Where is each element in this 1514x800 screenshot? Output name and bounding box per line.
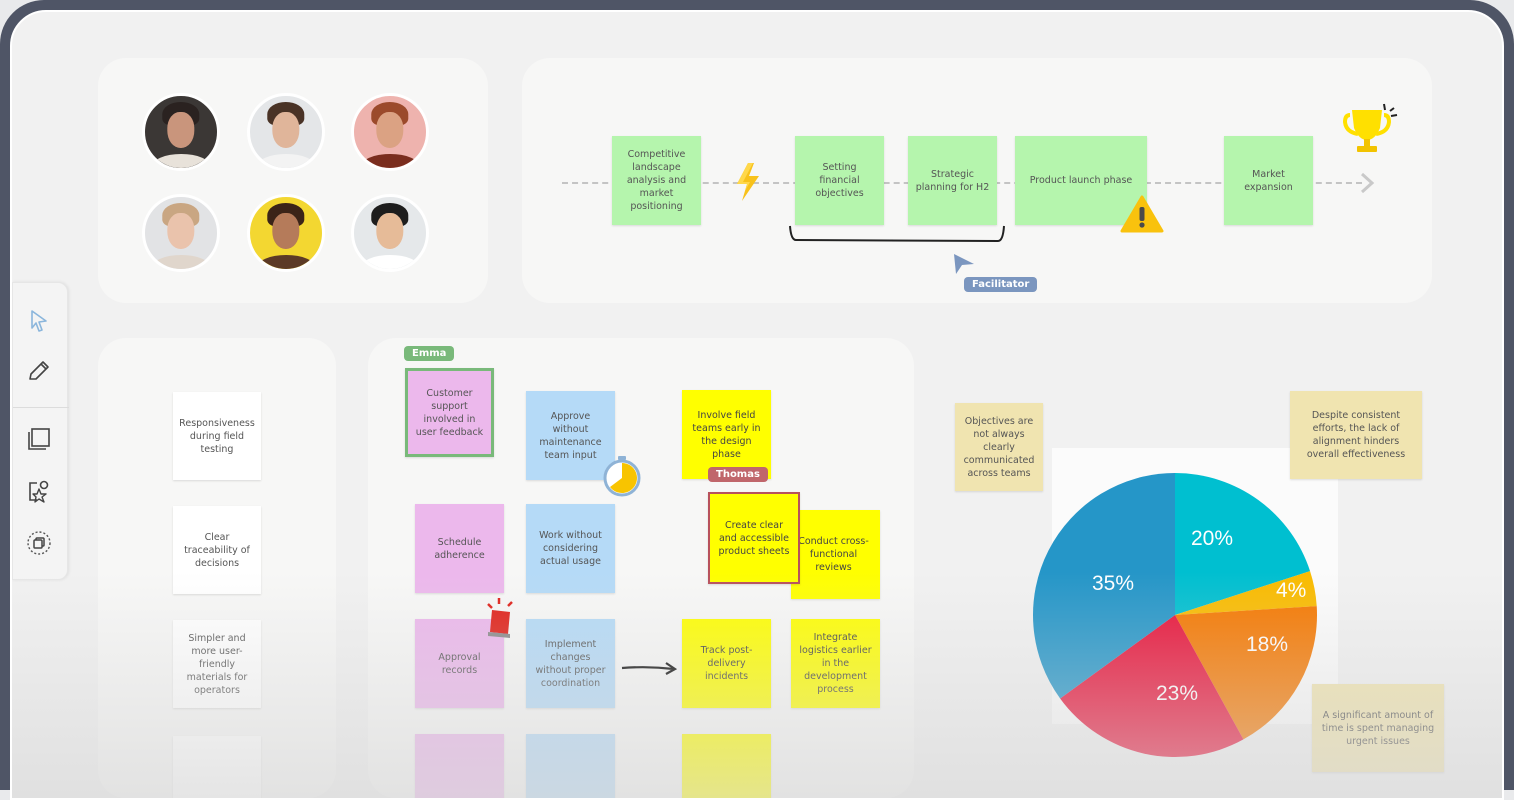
feedback-panel: Responsiveness during field testing Clea… xyxy=(98,338,336,798)
roadmap-step[interactable]: Market expansion xyxy=(1224,136,1313,225)
sticky-note[interactable]: Create clear and accessible product shee… xyxy=(708,492,800,584)
avatar[interactable] xyxy=(247,93,325,171)
participants-panel xyxy=(98,58,488,303)
avatar[interactable] xyxy=(142,93,220,171)
shapes-tool-button[interactable] xyxy=(25,477,53,505)
sticky-note[interactable]: Simpler and more user-friendly materials… xyxy=(173,620,261,708)
shapes-icon xyxy=(29,480,49,503)
sticky-note[interactable] xyxy=(173,736,261,798)
sticky-note[interactable] xyxy=(682,734,771,798)
sticky-note[interactable]: Conduct cross-functional reviews xyxy=(791,510,880,599)
trophy-icon xyxy=(1342,103,1398,152)
select-tool-button[interactable] xyxy=(25,307,53,335)
roadmap-step[interactable]: Product launch phase xyxy=(1015,136,1147,225)
warning-icon xyxy=(1120,195,1164,233)
pen-tool-button[interactable] xyxy=(25,357,53,385)
whiteboard-canvas[interactable]: Competitive landscape analysis and marke… xyxy=(10,10,1504,800)
sticky-note[interactable]: Schedule adherence xyxy=(415,504,504,593)
sticky-note[interactable] xyxy=(526,734,615,798)
tools-toolbar xyxy=(12,282,69,580)
sticky-note[interactable]: Work without considering actual usage xyxy=(526,504,615,593)
template-tool-button[interactable] xyxy=(25,529,53,557)
pie-label: 4% xyxy=(1276,579,1307,602)
avatar[interactable] xyxy=(351,194,429,272)
sticky-note[interactable]: Approve without maintenance team input xyxy=(526,391,615,480)
avatar[interactable] xyxy=(351,93,429,171)
pie-label: 23% xyxy=(1156,682,1199,705)
cursor-icon xyxy=(954,254,974,274)
arrow-right-icon xyxy=(1360,172,1375,194)
pencil-icon xyxy=(29,361,49,380)
pie-label: 20% xyxy=(1191,527,1234,550)
avatar[interactable] xyxy=(142,194,220,272)
insight-note[interactable]: Objectives are not always clearly commun… xyxy=(955,403,1043,491)
toolbar-divider xyxy=(13,407,69,408)
sticky-note[interactable] xyxy=(415,734,504,798)
roadmap-step[interactable]: Setting financial objectives xyxy=(795,136,884,225)
lightning-icon xyxy=(737,163,759,201)
roadmap-step[interactable]: Competitive landscape analysis and marke… xyxy=(612,136,701,225)
timer-icon xyxy=(603,456,641,497)
sticky-note[interactable]: Integrate logistics earlier in the devel… xyxy=(791,619,880,708)
avatar[interactable] xyxy=(247,194,325,272)
pie-label: 35% xyxy=(1092,572,1135,595)
thomas-cursor-label: Thomas xyxy=(708,467,768,482)
sticky-note[interactable]: Track post-delivery incidents xyxy=(682,619,771,708)
insight-note[interactable]: Despite consistent efforts, the lack of … xyxy=(1290,391,1422,479)
sticky-note-icon xyxy=(28,428,50,450)
alarm-siren-icon xyxy=(487,598,513,638)
sticky-note[interactable]: Customer support involved in user feedba… xyxy=(405,368,494,457)
brainstorm-panel: Emma Customer support involved in user f… xyxy=(368,338,914,798)
sticky-note[interactable]: Involve field teams early in the design … xyxy=(682,390,771,479)
sticky-note-tool-button[interactable] xyxy=(25,425,53,453)
roadmap-panel: Competitive landscape analysis and marke… xyxy=(522,58,1432,303)
emma-cursor-label: Emma xyxy=(404,346,455,361)
sticky-note[interactable]: Clear traceability of decisions xyxy=(173,506,261,594)
facilitator-cursor-label: Facilitator xyxy=(964,277,1038,292)
group-bracket xyxy=(789,225,1005,243)
arrow-right-icon xyxy=(621,662,678,675)
templates-icon xyxy=(27,531,51,555)
pie-label: 18% xyxy=(1246,633,1289,656)
pie-chart[interactable] xyxy=(1021,461,1329,769)
pointer-icon xyxy=(31,310,47,332)
sticky-note[interactable]: Implement changes without proper coordin… xyxy=(526,619,615,708)
insight-note[interactable]: A significant amount of time is spent ma… xyxy=(1312,684,1444,772)
sticky-note[interactable]: Responsiveness during field testing xyxy=(173,392,261,480)
roadmap-step[interactable]: Strategic planning for H2 xyxy=(908,136,997,225)
